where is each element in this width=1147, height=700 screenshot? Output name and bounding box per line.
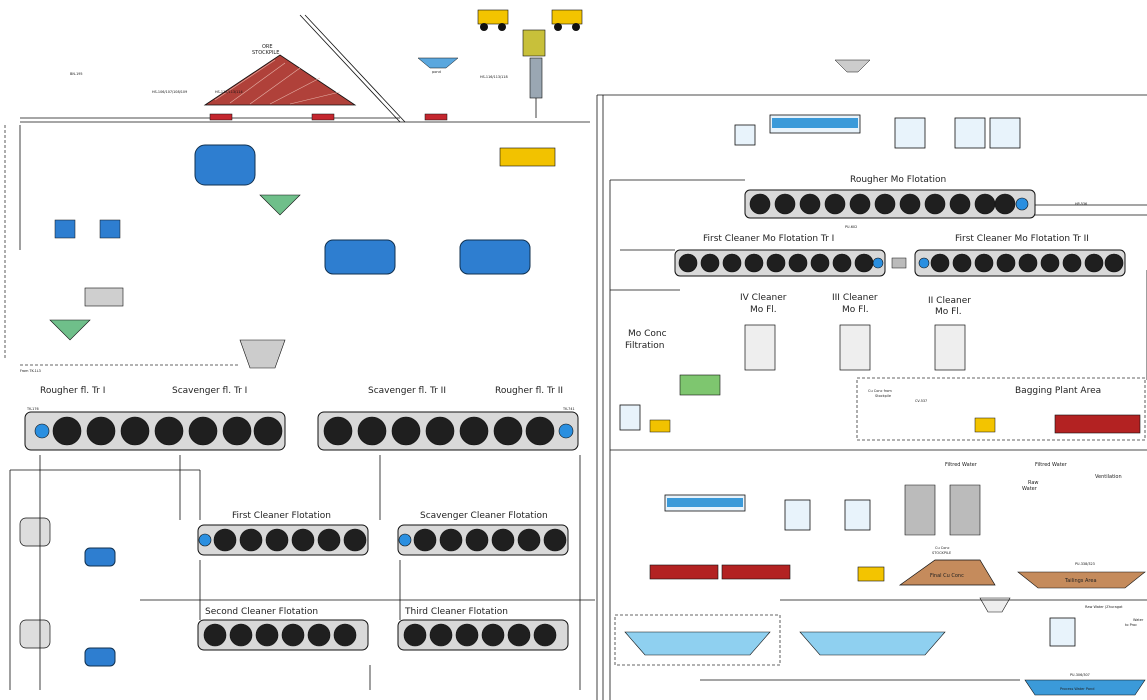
tag-label: PU-602 — [845, 225, 857, 229]
tailings-thickeners — [614, 597, 1011, 666]
ii-cleaner-line-2: Mo Fl. — [935, 307, 962, 317]
cyclone-cluster-left — [259, 194, 301, 216]
pond-label: pond — [432, 70, 441, 74]
process-water-pond-label: Process Water Pond — [1060, 687, 1094, 691]
tag-label: HS-116/113/118 — [480, 75, 508, 79]
third-cleaner-title: Third Cleaner Flotation — [404, 607, 508, 617]
thickener-top — [769, 59, 871, 134]
mo-conc-line-1: Mo Conc — [628, 329, 667, 339]
cone-crushers — [49, 219, 124, 341]
loader — [857, 566, 885, 582]
raw-water-line-2: Water — [1022, 486, 1038, 492]
regrind-mills — [19, 517, 116, 667]
raw-water-label: Raw Water — [1022, 480, 1040, 492]
cu-conc-stockpile: Final Cu Conc Cu Conc STOCKPILE — [898, 546, 996, 586]
yellow-bin — [499, 147, 556, 167]
first-cleaner-title: First Cleaner Flotation — [232, 511, 331, 521]
bagging-plant-title: Bagging Plant Area — [1015, 386, 1101, 396]
second-cleaner-title: Second Cleaner Flotation — [205, 607, 318, 617]
first-cleaner-mo-bank-2 — [914, 249, 1126, 277]
scavenger-tr1-title: Scavenger fl. Tr I — [172, 386, 247, 396]
rougher-scavenger-bank-tr2 — [317, 411, 579, 451]
distribution-box — [891, 257, 907, 269]
iv-cleaner-line-2: Mo Fl. — [750, 305, 777, 315]
filtred-water-2: Filtred Water — [1035, 462, 1068, 468]
right-process-piping — [609, 179, 1147, 700]
ventilation-label: Ventilation — [1095, 474, 1122, 480]
raw-water-line-1: Raw — [1028, 480, 1039, 486]
haul-trucks — [477, 9, 583, 31]
rougher-tr1-title: Rougher fl. Tr I — [40, 386, 105, 396]
rougher-mo-bank — [744, 189, 1036, 219]
tailings-area: Tailings Area — [1017, 571, 1146, 589]
raw-water-tank — [1049, 617, 1076, 647]
rougher-tr2-title: Rougher fl. Tr II — [495, 386, 563, 396]
cu-filters — [784, 484, 981, 536]
cu-conc-stockpile-line-1: Cu Conc — [935, 546, 950, 550]
raw-water-zhuragat-label: Raw Water (Zhuragat — [1085, 605, 1123, 609]
ball-mill-2 — [459, 239, 531, 275]
scavenger-cleaner-bank — [397, 524, 569, 556]
filtred-water-1: Filtred Water — [945, 462, 978, 468]
iv-cleaner-line-1: IV Cleaner — [740, 293, 787, 303]
mo-conc-line-2: Filtration — [625, 341, 665, 351]
first-cleaner-mo-bank-1 — [674, 249, 886, 277]
column-cells — [744, 324, 966, 371]
pond-small: pond — [417, 57, 459, 74]
tag-label: TK-741 — [562, 407, 575, 411]
rail-car-bagging — [1054, 414, 1141, 434]
tag-label: HP-536 — [1075, 202, 1087, 206]
iv-cleaner-title: IV Cleaner Mo Fl. — [740, 293, 789, 315]
iii-cleaner-line-2: Mo Fl. — [842, 305, 869, 315]
mo-conc-filtration-title: Mo Conc Filtration — [625, 329, 669, 351]
cu-conc-from-stockpile-line-1: Cu Conc from — [868, 389, 892, 393]
ii-cleaner-title: II Cleaner Mo Fl. — [928, 296, 974, 317]
cu-thickener-1 — [664, 494, 746, 512]
final-cu-conc-label: Final Cu Conc — [930, 573, 964, 579]
tag-label: HS-112/113/114 — [215, 90, 243, 94]
tag-label: TK-176 — [26, 407, 39, 411]
cu-conc-from-stockpile-line-2: Stockpile — [875, 394, 891, 398]
forklift — [974, 417, 996, 433]
process-water-pond: Process Water Pond — [1024, 679, 1146, 696]
cu-conc-stockpile-label: Cu Conc STOCKPILE — [932, 546, 951, 555]
ball-mill-1 — [324, 239, 396, 275]
dashed-piping — [4, 125, 240, 366]
water-to-proc-label: Water to Proc — [1125, 618, 1144, 627]
tailings-area-label: Tailings Area — [1064, 578, 1097, 584]
ii-cleaner-line-1: II Cleaner — [928, 296, 971, 306]
first-cleaner-mo-2-title: First Cleaner Mo Flotation Tr II — [955, 234, 1089, 244]
scavenger-tr2-title: Scavenger fl. Tr II — [368, 386, 446, 396]
cu-conc-stockpile-line-2: STOCKPILE — [932, 551, 951, 555]
rougher-scavenger-bank-tr1 — [24, 411, 286, 451]
mo-filter-press — [619, 374, 721, 433]
water-to-proc-line-1: Water — [1133, 618, 1144, 622]
tag-label: BN-195 — [70, 72, 83, 76]
second-cleaner-bank — [197, 619, 369, 651]
conditioning-tanks-top — [734, 117, 1021, 149]
iii-cleaner-line-1: III Cleaner — [832, 293, 878, 303]
tag-label: PU-306/307 — [1070, 673, 1090, 677]
tag-label: CV-537 — [915, 399, 927, 403]
scavenger-cleaner-title: Scavenger Cleaner Flotation — [420, 511, 548, 521]
first-cleaner-bank — [197, 524, 369, 556]
water-to-proc-line-2: to Proc — [1125, 623, 1137, 627]
rougher-mo-title: Rougher Mo Flotation — [850, 175, 946, 185]
third-cleaner-bank — [397, 619, 569, 651]
main-conveyor — [20, 14, 590, 123]
sag-mill — [19, 125, 256, 250]
cu-conc-from-stockpile: Cu Conc from Stockpile — [868, 389, 893, 398]
tag-label: HS-106/107/108/109 — [152, 90, 187, 94]
rougher-feed-box — [239, 339, 286, 369]
first-cleaner-mo-1-title: First Cleaner Mo Flotation Tr I — [703, 234, 834, 244]
rail-cars-cu — [649, 564, 791, 580]
iii-cleaner-title: III Cleaner Mo Fl. — [832, 293, 880, 315]
tag-label: From TK-1L3 — [20, 369, 41, 373]
process-piping — [9, 455, 595, 690]
primary-crusher — [522, 29, 546, 118]
tag-label: PU-338/323 — [1075, 562, 1095, 566]
